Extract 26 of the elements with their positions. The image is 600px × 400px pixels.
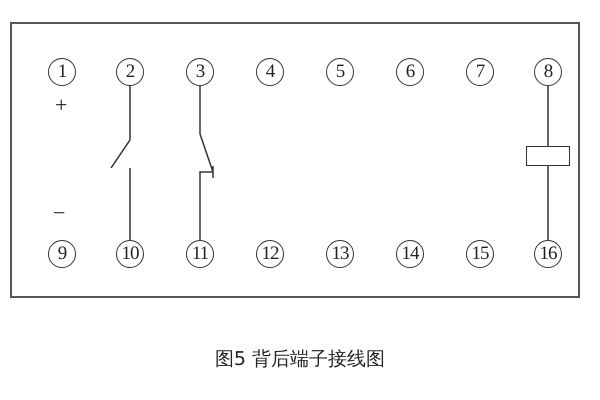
terminal-number: 5 [326, 58, 354, 86]
terminal-number: 14 [396, 240, 424, 268]
figure-caption: 图5 背后端子接线图 [214, 347, 386, 372]
switch-blade [110, 140, 131, 168]
terminal-number: 11 [186, 240, 214, 268]
polarity-sign: − [53, 202, 66, 224]
terminal-number: 6 [396, 58, 424, 86]
terminal-number: 4 [256, 58, 284, 86]
wire [547, 166, 549, 240]
wire [547, 86, 549, 146]
terminal-number: 12 [256, 240, 284, 268]
terminal-number: 9 [48, 240, 76, 268]
terminal-number: 10 [116, 240, 144, 268]
terminal-number: 7 [466, 58, 494, 86]
terminal-number: 16 [534, 240, 562, 268]
terminal-number: 2 [116, 58, 144, 86]
terminal-number: 1 [48, 58, 76, 86]
terminal-number: 8 [534, 58, 562, 86]
terminal-number: 3 [186, 58, 214, 86]
wire [129, 168, 131, 240]
polarity-sign: + [55, 94, 68, 116]
terminal-number: 15 [466, 240, 494, 268]
coil-symbol [526, 146, 570, 166]
terminal-number: 13 [326, 240, 354, 268]
wire [129, 86, 131, 140]
normally-closed-contact [199, 86, 214, 240]
